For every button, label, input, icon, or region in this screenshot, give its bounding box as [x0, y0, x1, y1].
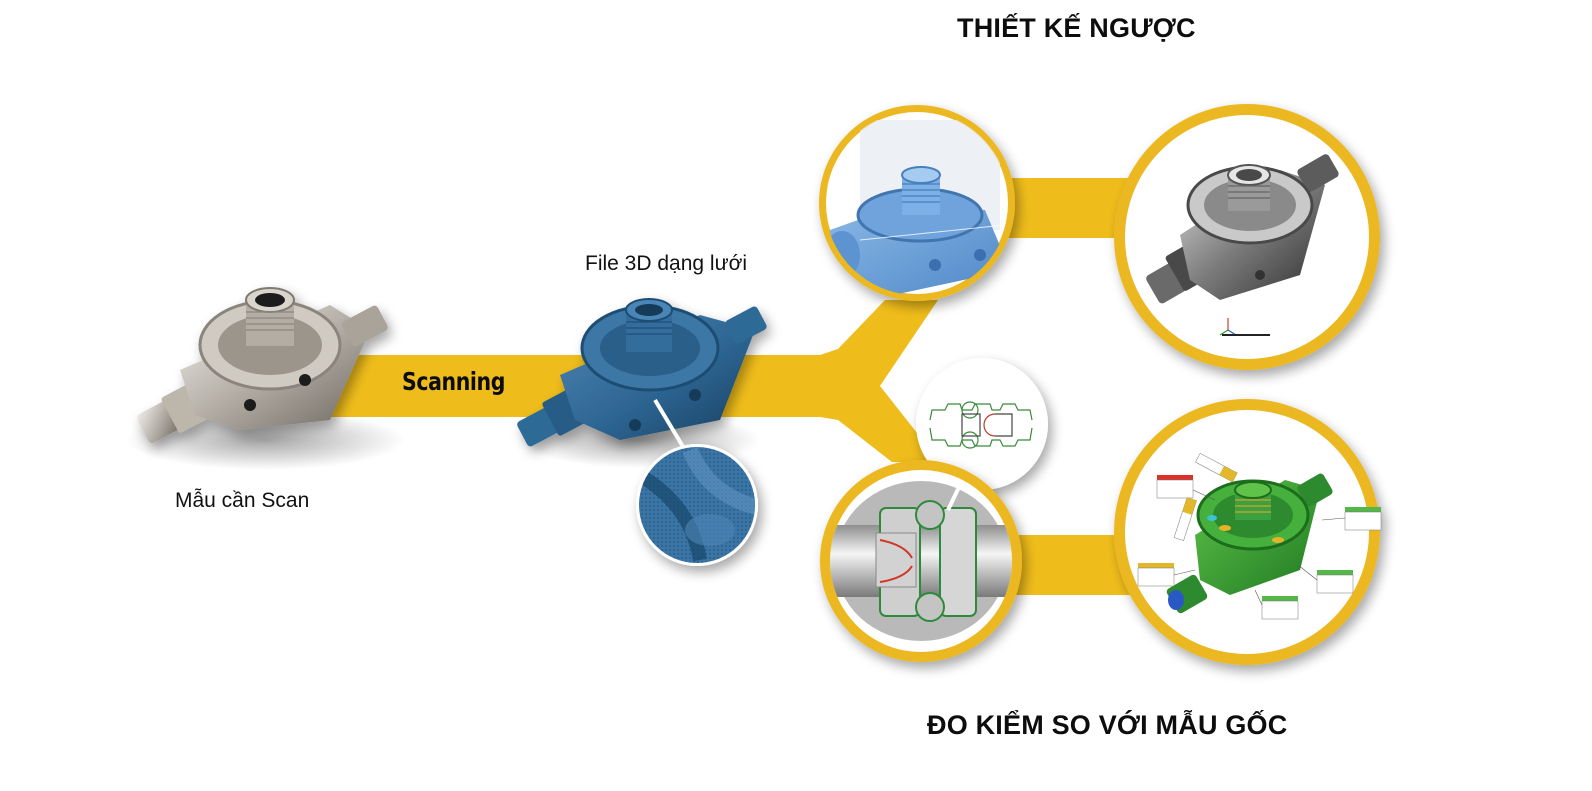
- actual-value-tag-2: [1173, 497, 1197, 541]
- flow-band: [300, 178, 1130, 595]
- annotation-table-2: [1137, 563, 1196, 587]
- section-view-circle: [820, 460, 1022, 662]
- section-compare-circle: [916, 358, 1048, 490]
- annotation-table-1: [1156, 475, 1216, 501]
- physical-part-image: [125, 287, 405, 470]
- band-fork: [820, 300, 940, 462]
- band-bottom-connector: [1005, 535, 1130, 595]
- annotation-table-4: [1297, 564, 1354, 594]
- band-top-connector: [1000, 178, 1130, 238]
- mesh-file-caption: File 3D dạng lưới: [585, 252, 748, 275]
- annotation-table-5: [1254, 589, 1299, 620]
- reverse-engineering-mesh-circle: [819, 105, 1015, 301]
- reverse-engineering-heading: THIẾT KẾ NGƯỢC: [957, 13, 1196, 43]
- scanning-label: Scanning: [402, 367, 505, 396]
- color-map-circle: [1114, 399, 1382, 665]
- annotation-table-3: [1321, 507, 1382, 531]
- actual-value-tag-1: [1195, 452, 1238, 483]
- inspection-heading: ĐO KIỂM SO VỚI MẪU GỐC: [927, 710, 1288, 740]
- mesh-detail-magnifier: [636, 444, 758, 566]
- sample-caption: Mẫu cần Scan: [175, 489, 310, 512]
- cad-model-circle: [1114, 104, 1380, 370]
- annotation-tables: [1137, 452, 1382, 620]
